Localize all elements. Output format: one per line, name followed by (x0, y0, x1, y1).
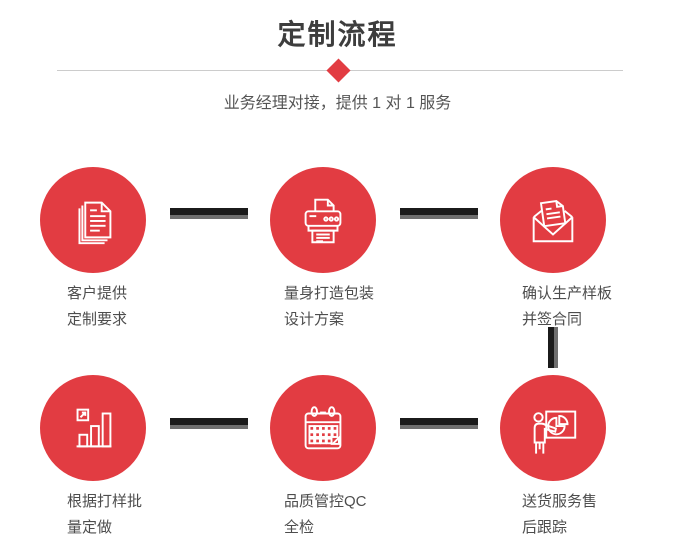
bar-chart-icon (64, 399, 122, 457)
step-label-3: 确认生产样板 并签合同 (522, 281, 612, 333)
printer-icon (294, 191, 352, 249)
connector-bar-dark (170, 208, 248, 215)
page-subtitle: 业务经理对接，提供 1 对 1 服务 (223, 95, 452, 112)
connector-bar-dark (400, 208, 478, 215)
step-label-4: 根据打样批 量定做 (67, 489, 142, 541)
page-title: 定制流程 (277, 19, 398, 50)
connector-bar-shadow (170, 425, 248, 429)
connector-bar-shadow (170, 215, 248, 219)
connector-bar-dark (170, 418, 248, 425)
step-label-line: 全检 (284, 519, 315, 536)
step-circle-5 (270, 375, 376, 481)
connector-bar-shadow (400, 215, 478, 219)
step-label-line: 量身打造包装 (284, 285, 375, 302)
presentation-icon (524, 399, 582, 457)
step-circle-1 (40, 167, 146, 273)
connector-bar-dark (400, 418, 478, 425)
step-label-5: 品质管控QC 全检 (284, 489, 367, 541)
step-label-line: 客户提供 (67, 285, 128, 302)
connector-step2-step3 (400, 208, 478, 219)
step-label-line: 量定做 (67, 519, 113, 536)
connector-step3-step6 (548, 327, 558, 368)
connector-bar-shadow (400, 425, 478, 429)
documents-icon (64, 191, 122, 249)
step-label-line: 设计方案 (284, 311, 345, 328)
step-label-line: 确认生产样板 (522, 285, 613, 302)
step-label-line: 送货服务售 (522, 493, 598, 510)
connector-bar-dark (548, 327, 554, 368)
calendar-icon (294, 399, 352, 457)
step-label-2: 量身打造包装 设计方案 (284, 281, 374, 333)
connector-step4-step5 (170, 418, 248, 429)
step-label-line: 后跟踪 (522, 519, 568, 536)
connector-bar-shadow (554, 327, 558, 368)
step-label-line: 品质管控QC (284, 493, 367, 510)
envelope-icon (524, 191, 582, 249)
connector-step5-step6 (400, 418, 478, 429)
step-label-line: 根据打样批 (67, 493, 143, 510)
connector-step1-step2 (170, 208, 248, 219)
step-circle-6 (500, 375, 606, 481)
step-circle-4 (40, 375, 146, 481)
diamond-icon (326, 58, 351, 83)
step-circle-2 (270, 167, 376, 273)
step-label-line: 定制要求 (67, 311, 128, 328)
step-label-1: 客户提供 定制要求 (67, 281, 127, 333)
step-label-6: 送货服务售 后跟踪 (522, 489, 597, 541)
step-label-line: 并签合同 (522, 311, 583, 328)
step-circle-3 (500, 167, 606, 273)
